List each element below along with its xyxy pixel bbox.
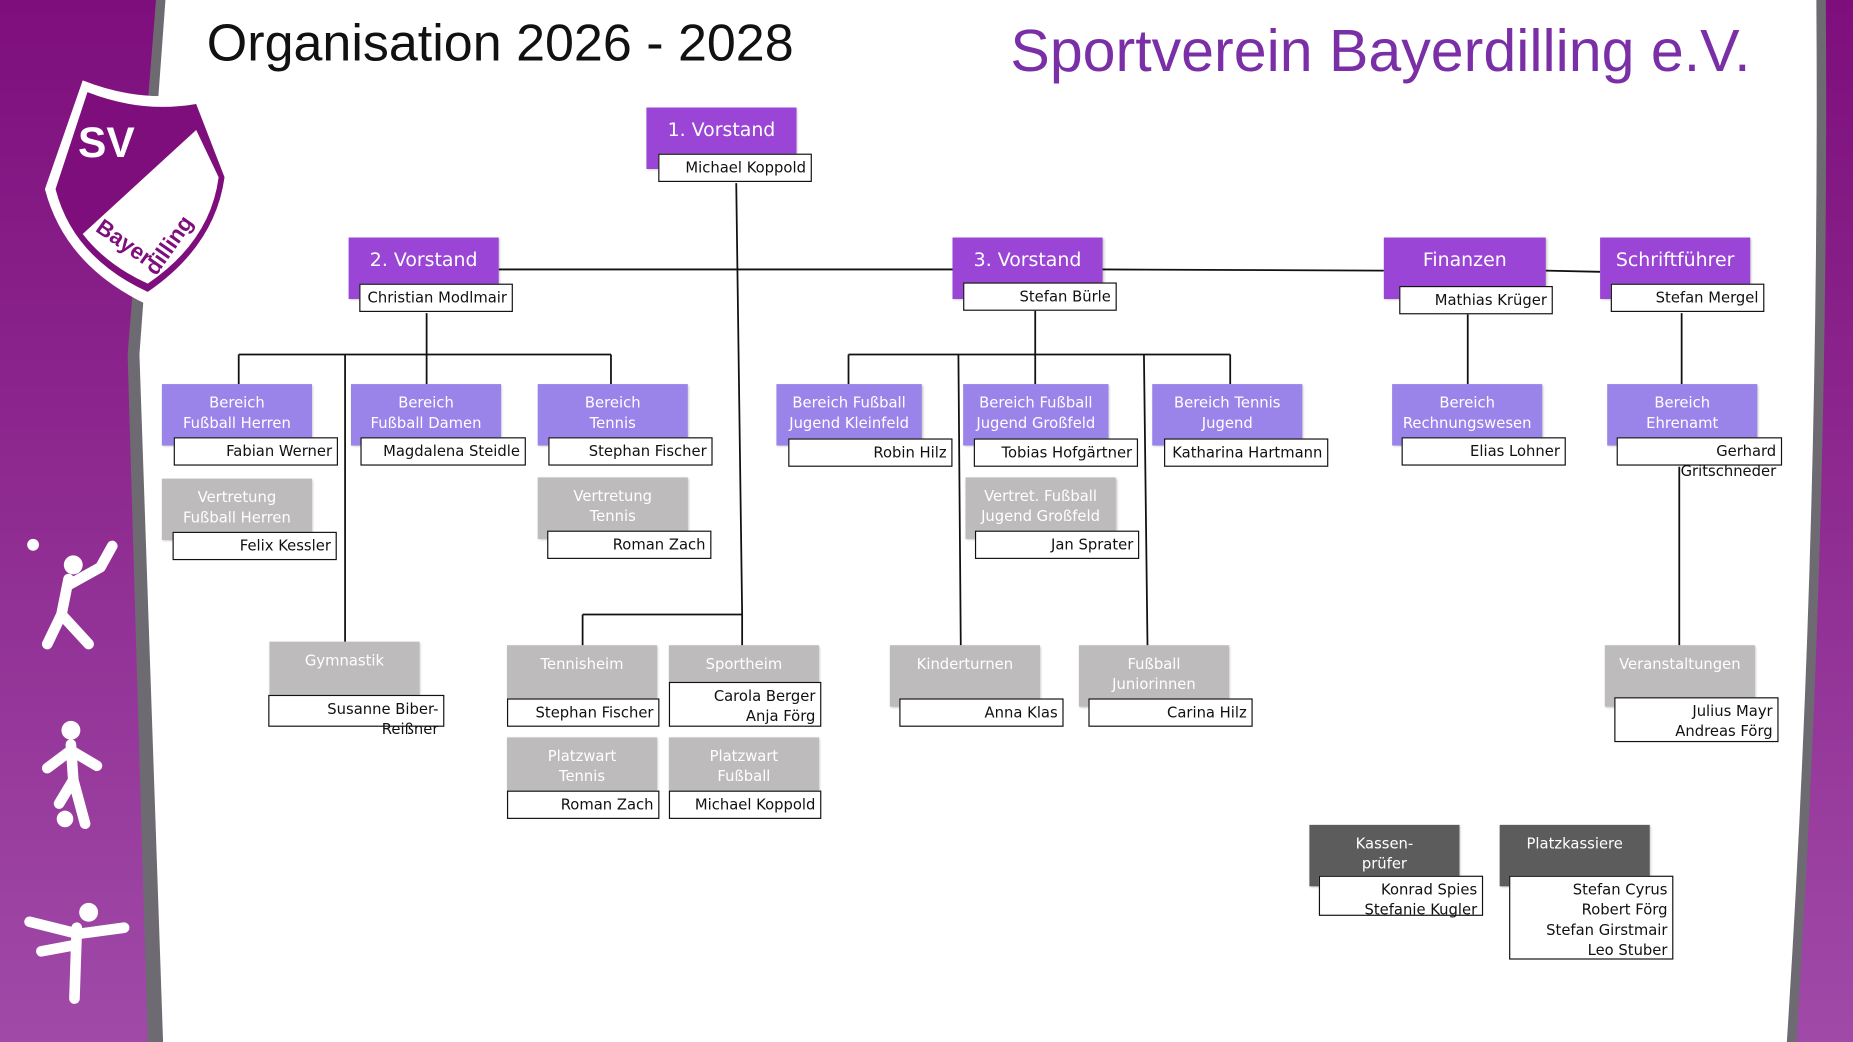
role-box-bfh: Bereich Fußball Herren xyxy=(161,384,312,446)
role-box-bjg: Bereich Fußball Jugend Großfeld xyxy=(963,384,1109,446)
person-box-vfh: Felix Kessler xyxy=(172,531,337,561)
person-box-sh: Carola Berger Anja Förg xyxy=(668,681,822,727)
club-name: Sportverein Bayerdilling e.V. xyxy=(1010,17,1751,84)
person-box-bfd: Magdalena Steidle xyxy=(360,437,526,466)
page-title: Organisation 2026 - 2028 xyxy=(206,14,794,73)
role-box-th: Tennisheim xyxy=(506,645,658,699)
role-box-gym: Gymnastik xyxy=(269,641,420,695)
role-box-bt: Bereich Tennis xyxy=(537,384,688,446)
person-box-bjg: Tobias Hofgärtner xyxy=(973,438,1139,467)
person-box-v3: Stefan Bürle xyxy=(963,282,1117,311)
person-box-gym: Susanne Biber-Reißner xyxy=(268,694,445,737)
role-box-btj: Bereich Tennis Jugend xyxy=(1152,384,1303,446)
person-box-kp: Konrad Spies Stefanie Kugler xyxy=(1318,875,1484,918)
connector-lines xyxy=(237,183,1683,646)
person-box-pwf: Michael Koppold xyxy=(668,790,822,819)
role-box-bjk: Bereich Fußball Jugend Kleinfeld xyxy=(776,384,922,446)
role-box-bfd: Bereich Fußball Damen xyxy=(350,384,502,446)
person-box-brw: Elias Lohner xyxy=(1401,437,1566,466)
role-box-fj: Fußball Juniorinnen xyxy=(1078,645,1230,707)
role-box-vfh: Vertretung Fußball Herren xyxy=(161,478,312,541)
person-box-bt: Stephan Fischer xyxy=(548,437,713,466)
role-box-pwf: Platzwart Fußball xyxy=(668,737,819,799)
person-box-btj: Katharina Hartmann xyxy=(1164,438,1329,467)
person-box-fin: Mathias Krüger xyxy=(1399,285,1553,315)
person-box-v1: Michael Koppold xyxy=(658,153,812,182)
person-box-th: Stephan Fischer xyxy=(506,698,660,727)
person-box-pwt: Roman Zach xyxy=(506,790,660,819)
person-box-pk: Stefan Cyrus Robert Förg Stefan Girstmai… xyxy=(1509,875,1674,960)
svg-text:SV: SV xyxy=(78,119,135,167)
role-box-kt: Kinderturnen xyxy=(889,645,1040,707)
role-box-pwt: Platzwart Tennis xyxy=(506,737,658,799)
role-box-sh: Sportheim xyxy=(668,645,819,685)
person-box-bfh: Fabian Werner xyxy=(173,437,338,466)
role-box-vt: Vertretung Tennis xyxy=(537,477,688,539)
sport-icons xyxy=(24,538,130,1004)
person-box-vt: Roman Zach xyxy=(547,530,712,559)
role-box-vjg: Vertret. Fußball Jugend Großfeld xyxy=(965,477,1116,539)
person-box-bjk: Robin Hilz xyxy=(788,438,953,467)
role-box-beh: Bereich Ehrenamt xyxy=(1607,384,1758,446)
role-box-brw: Bereich Rechnungswesen xyxy=(1392,384,1543,446)
logo-shield: SV Bayer dilling xyxy=(44,80,234,305)
person-box-beh: Gerhard Gritschneder xyxy=(1616,437,1783,480)
person-box-fj: Carina Hilz xyxy=(1088,698,1253,727)
person-box-vjg: Jan Sprater xyxy=(974,530,1140,559)
person-box-va: Julius Mayr Andreas Förg xyxy=(1614,697,1779,743)
role-box-va: Veranstaltungen xyxy=(1604,645,1755,707)
person-box-schr: Stefan Mergel xyxy=(1610,283,1765,312)
person-box-kt: Anna Klas xyxy=(899,698,1064,727)
person-box-v2: Christian Modlmair xyxy=(359,283,513,312)
